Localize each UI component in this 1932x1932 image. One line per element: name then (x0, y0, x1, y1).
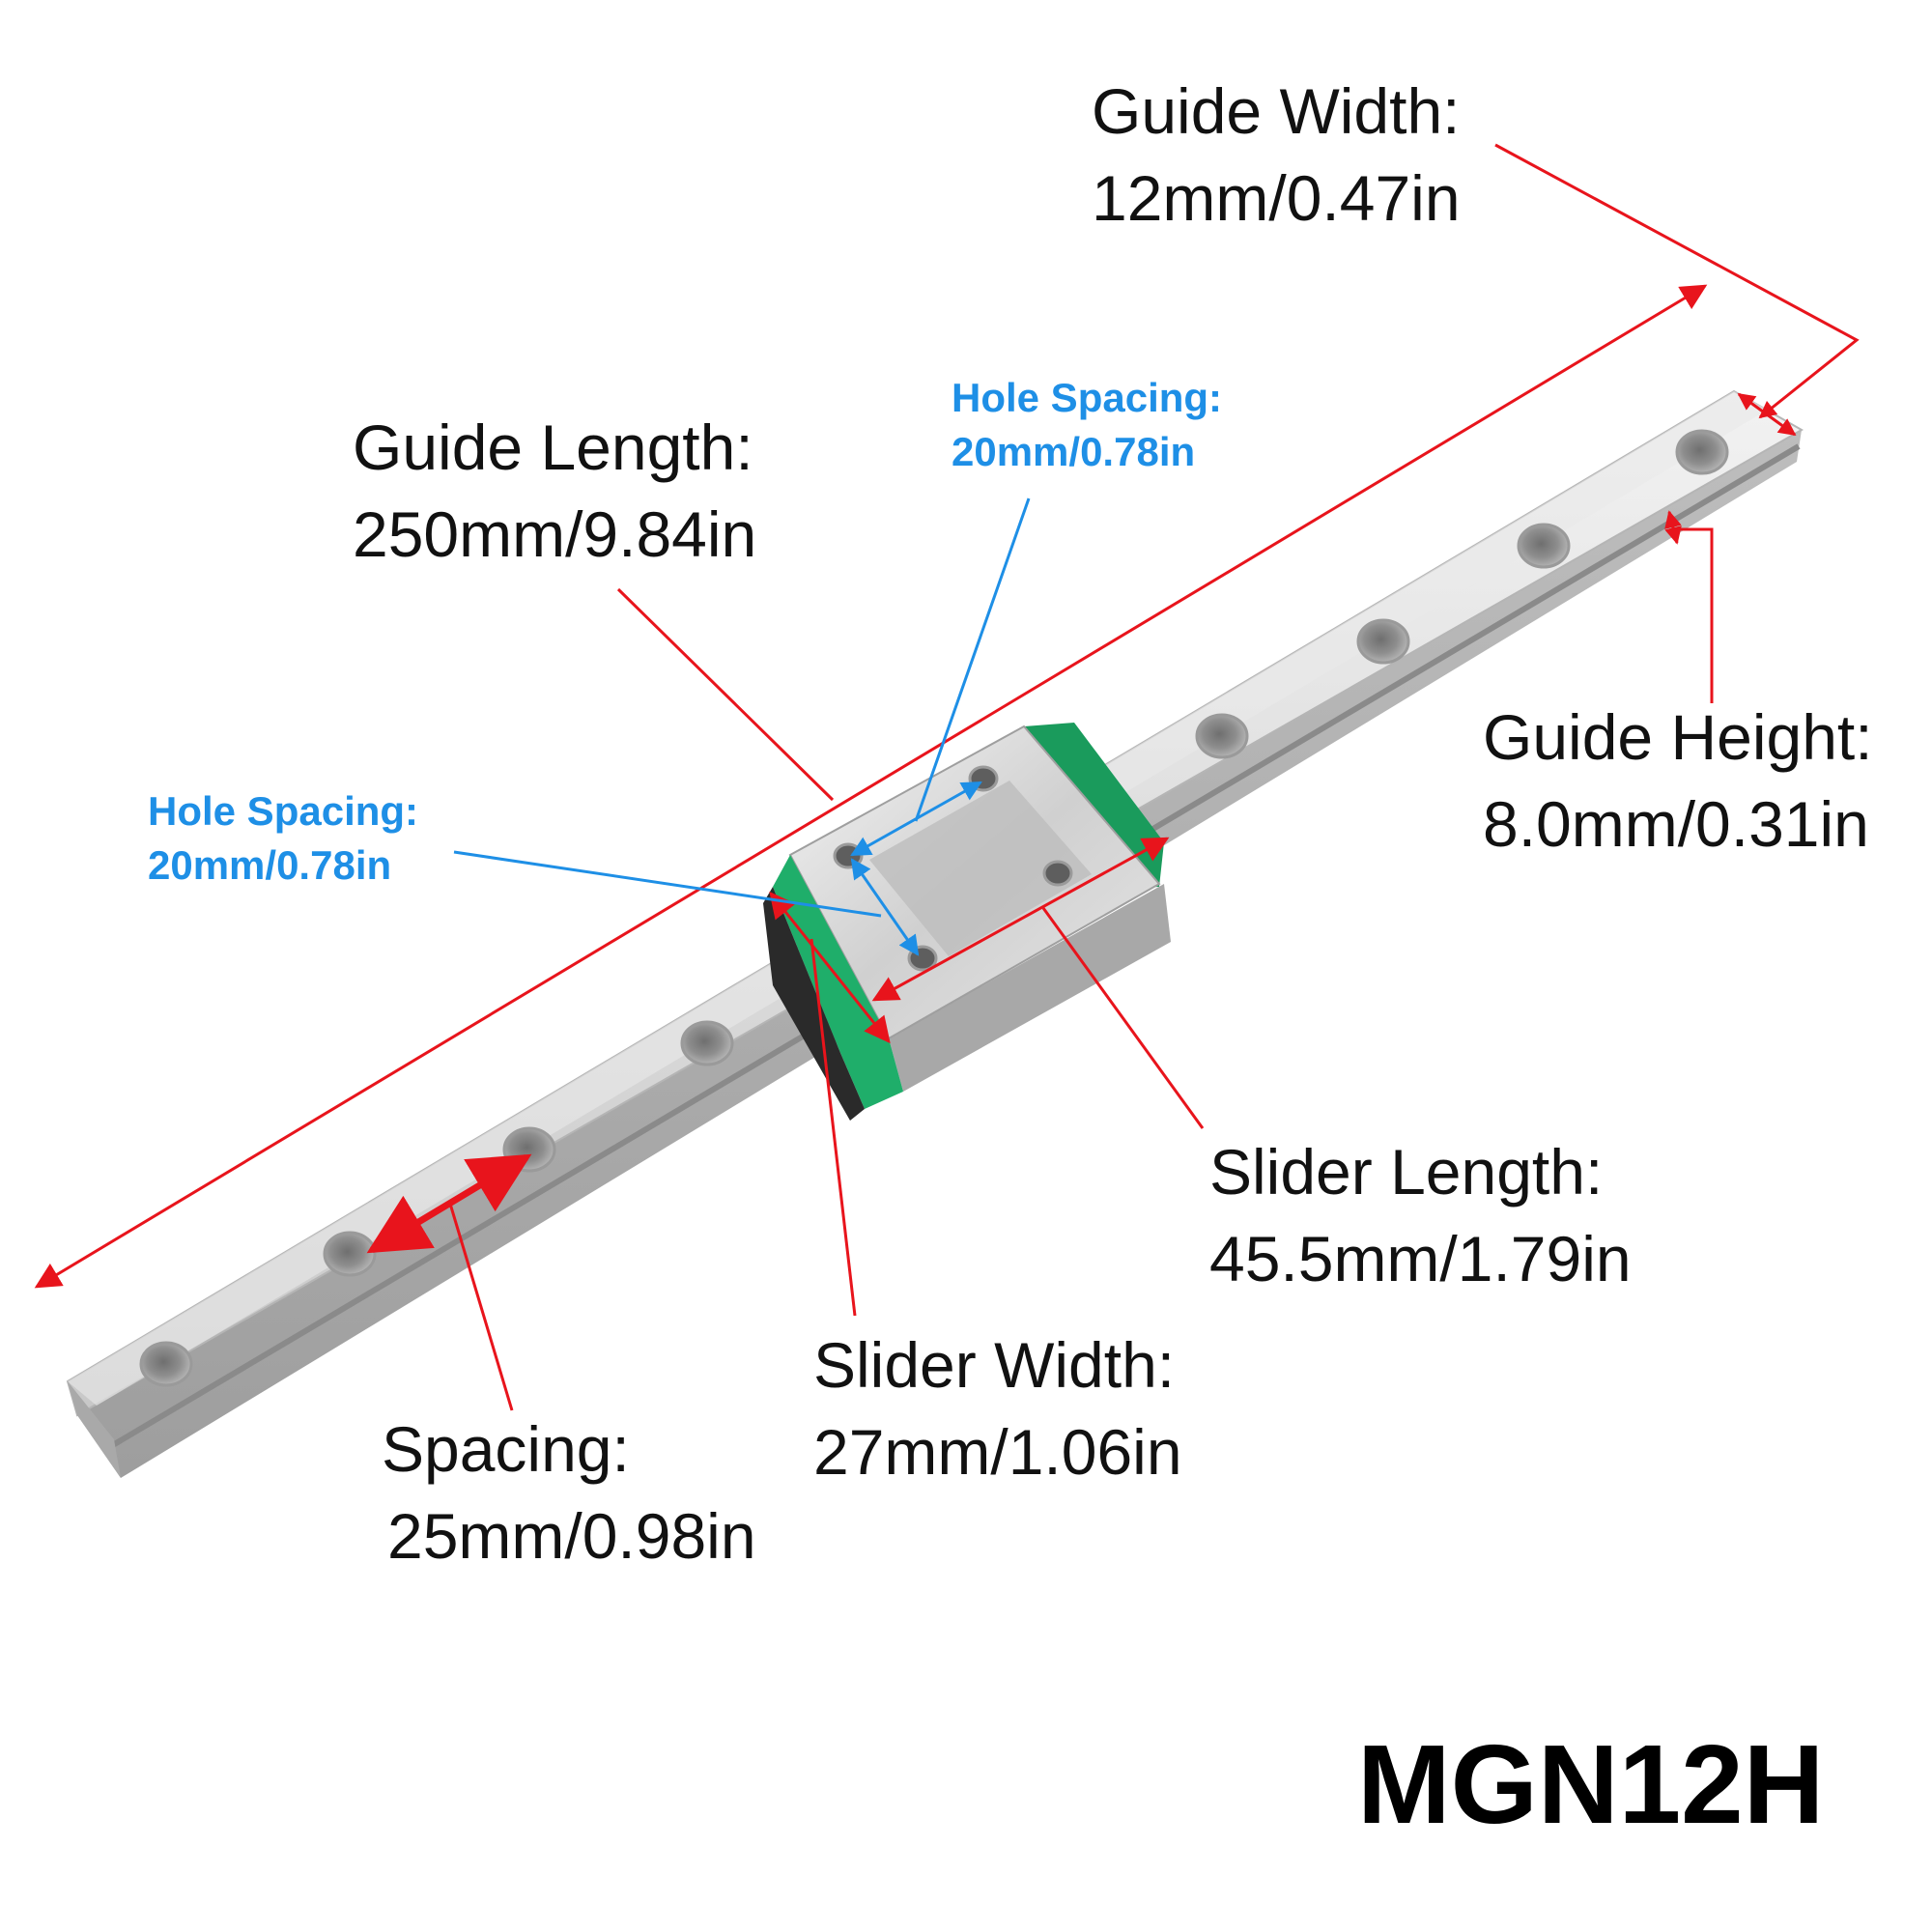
slider-length-arrow (871, 837, 1170, 1002)
guide-height-title: Guide Height: (1483, 701, 1873, 773)
spacing-value: 25mm/0.98in (387, 1500, 756, 1572)
rail-hole (1356, 618, 1410, 665)
hole-spacing-left-title: Hole Spacing: (148, 788, 419, 834)
slider-length-value: 45.5mm/1.79in (1209, 1223, 1632, 1294)
slider-hole (833, 842, 864, 869)
hole-spacing-left-value: 20mm/0.78in (148, 842, 392, 888)
slider-width-leader (810, 938, 857, 1317)
slider-length-label: Slider Length: 45.5mm/1.79in (1209, 1128, 1632, 1302)
guide-length-value: 250mm/9.84in (353, 498, 757, 570)
rail-hole (1195, 713, 1249, 759)
hole-spacing-left-label: Hole Spacing: 20mm/0.78in (148, 784, 418, 893)
rail-hole (680, 1020, 734, 1066)
dimension-lines (34, 143, 1860, 1411)
slider-width-value: 27mm/1.06in (813, 1416, 1182, 1488)
hole-spacing-left-leader (453, 850, 882, 918)
hole-spacing-top-label: Hole Spacing: 20mm/0.78in (952, 371, 1222, 479)
guide-length-label: Guide Length: 250mm/9.84in (353, 404, 756, 578)
spacing-arrow (366, 1153, 532, 1254)
guide-length-title: Guide Length: (353, 412, 753, 483)
rail-hole (1675, 429, 1729, 475)
slider-hole (1042, 860, 1073, 887)
spacing-leader (448, 1203, 514, 1411)
guide-width-label: Guide Width: 12mm/0.47in (1092, 68, 1461, 242)
slider-width-arrow (769, 891, 891, 1044)
rail-end-face (68, 1381, 121, 1478)
hole-spacing-top-leader (914, 497, 1031, 822)
guide-length-leader (616, 587, 835, 802)
guide-height-leader (1671, 527, 1714, 703)
rail-hole (323, 1231, 377, 1277)
guide-width-leader (1494, 143, 1860, 419)
guide-width-arrow (1737, 392, 1797, 437)
guide-height-value: 8.0mm/0.31in (1483, 788, 1869, 860)
guide-width-title: Guide Width: (1092, 75, 1461, 147)
rail-hole (139, 1341, 193, 1387)
guide-width-value: 12mm/0.47in (1092, 162, 1461, 234)
slider-length-title: Slider Length: (1209, 1136, 1604, 1208)
spacing-label: Spacing: 25mm/0.98in (382, 1406, 756, 1579)
slider-length-leader (1041, 907, 1205, 1129)
model-name: MGN12H (1357, 1721, 1825, 1847)
slider-width-title: Slider Width: (813, 1329, 1176, 1401)
slider-width-label: Slider Width: 27mm/1.06in (813, 1321, 1182, 1495)
rail-hole (1517, 523, 1571, 569)
hole-spacing-top-title: Hole Spacing: (952, 375, 1223, 420)
guide-height-label: Guide Height: 8.0mm/0.31in (1483, 694, 1873, 867)
hole-spacing-top-value: 20mm/0.78in (952, 429, 1196, 474)
hole-spacing-left-arrow (850, 858, 920, 956)
hole-spacing-lines (453, 497, 1031, 956)
guide-height-arrow (1664, 510, 1682, 545)
spacing-title: Spacing: (382, 1413, 630, 1485)
